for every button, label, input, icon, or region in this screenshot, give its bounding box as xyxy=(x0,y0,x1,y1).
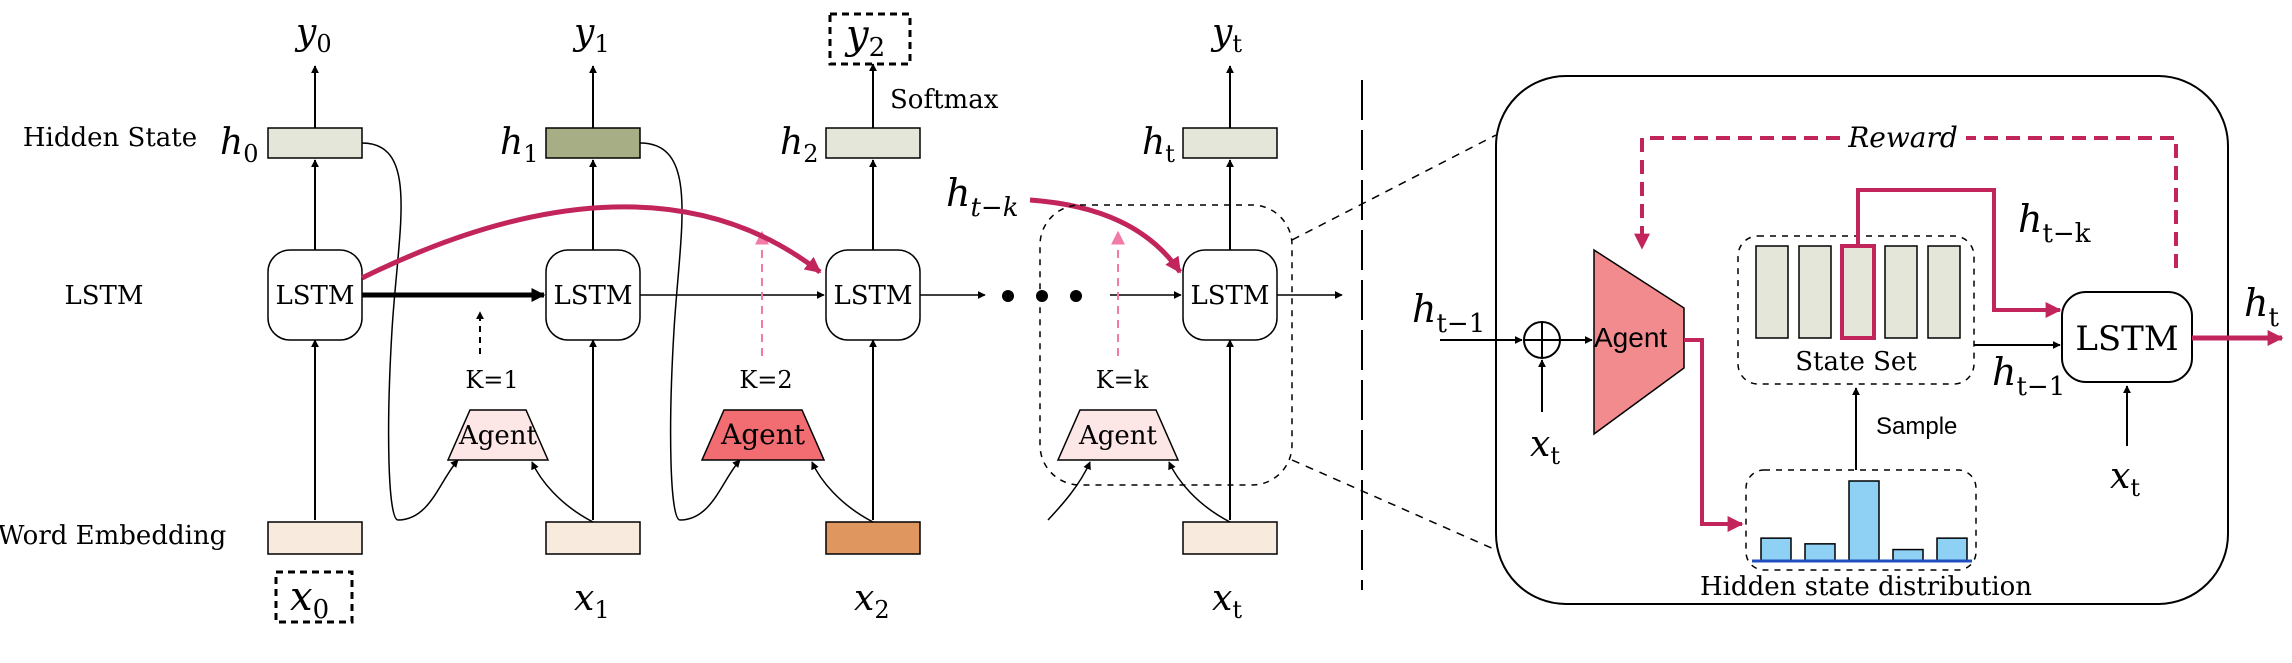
zoom-connector-top xyxy=(1291,134,1497,241)
detail-x-lstm-label: xt xyxy=(2110,456,2140,502)
zoom-connector-bottom xyxy=(1291,459,1497,551)
distribution-bar xyxy=(1804,543,1836,562)
reward-label: Reward xyxy=(1847,121,1958,154)
state-slot-4 xyxy=(1884,245,1918,339)
hidden-label-t: ht xyxy=(1142,122,1175,168)
agent-2: Agent K=2 xyxy=(700,230,826,461)
detail-x-in-label: xt xyxy=(1530,424,1560,470)
agent-shape-2 xyxy=(700,409,826,461)
input-label-0: x0 xyxy=(290,574,329,625)
detail-h-out-label: ht xyxy=(2244,281,2279,333)
lstm-label-2: LSTM xyxy=(833,281,912,311)
lstm-label-0: LSTM xyxy=(275,281,354,311)
distribution-bars xyxy=(1760,480,1968,562)
distribution-bar xyxy=(1892,548,1924,562)
input-label-t: xt xyxy=(1212,578,1242,624)
output-label-t: yt xyxy=(1210,12,1242,58)
detail-panel: Reward ht−1 xt Agent State Set ht−k ht−1… xyxy=(1412,75,2284,605)
embedding-box-0 xyxy=(267,521,363,555)
output-label-2: y2 xyxy=(844,12,885,63)
distribution-bar xyxy=(1848,480,1880,562)
hidden-feed-curve-1 xyxy=(639,142,741,521)
ellipsis-dot-1 xyxy=(1002,290,1014,302)
hidden-label-0: h0 xyxy=(220,122,258,168)
row-label-word-embedding: Word Embedding xyxy=(0,521,226,551)
hidden-box-0 xyxy=(267,127,363,159)
detail-agent-shape xyxy=(1593,248,1685,436)
skip-source-label: ht−k xyxy=(946,171,1018,223)
embed-feed-curve-t xyxy=(1168,461,1231,523)
softmax-label: Softmax xyxy=(890,85,999,115)
input-label-1: x1 xyxy=(574,578,610,624)
embedding-box-2 xyxy=(825,521,921,555)
state-slot-5 xyxy=(1927,245,1961,339)
agent-k-label-k: K=k xyxy=(1096,366,1149,394)
agent-label-k: Agent xyxy=(1078,421,1158,451)
distribution-bar xyxy=(1936,537,1968,562)
distribution-box xyxy=(1745,469,1977,571)
hidden-label-1: h1 xyxy=(500,122,538,168)
state-slot-2 xyxy=(1798,245,1832,339)
hidden-box-2 xyxy=(825,127,921,159)
detail-h-state-label: ht−1 xyxy=(1992,350,2065,402)
input-highlight-box-0 xyxy=(274,570,354,624)
sample-label: Sample xyxy=(1876,413,1957,440)
ellipsis-dot-2 xyxy=(1036,290,1048,302)
detail-agent-label: Agent xyxy=(1594,322,1667,353)
cell-2: LSTM h2 y2 Softmax x2 xyxy=(780,12,999,624)
row-label-lstm: LSTM xyxy=(64,281,143,311)
hidden-feed-curve-0 xyxy=(361,142,459,521)
agent-k: Agent K=k xyxy=(1056,230,1180,461)
cell-0: LSTM h0 y0 x0 xyxy=(220,12,363,625)
cell-1: LSTM h1 y1 x1 xyxy=(500,12,641,624)
selected-state-to-lstm-arrow xyxy=(1856,188,2062,318)
embedding-box-1 xyxy=(545,521,641,555)
cell-t: LSTM ht yt xt xyxy=(1142,12,1278,624)
agent-label-2: Agent xyxy=(720,418,806,451)
agent-to-distribution-arrow xyxy=(1684,338,1744,532)
detail-h-skip-label: ht−k xyxy=(2018,197,2091,249)
output-highlight-box-2 xyxy=(828,12,912,66)
state-slot-1 xyxy=(1755,245,1789,339)
zoom-region xyxy=(1039,204,1293,486)
distribution-label: Hidden state distribution xyxy=(1700,572,2032,602)
reward-path-right xyxy=(1966,136,2178,268)
output-label-0: y0 xyxy=(294,12,332,58)
hidden-box-t xyxy=(1182,127,1278,159)
hidden-box-1 xyxy=(545,127,641,159)
embedding-box-t xyxy=(1182,521,1278,555)
agent-shape-k xyxy=(1056,409,1180,461)
lstm-label-t: LSTM xyxy=(1190,281,1269,311)
embed-feed-curve-1 xyxy=(531,461,594,523)
embed-feed-curve-2 xyxy=(811,461,874,523)
agent-k-label-2: K=2 xyxy=(739,366,792,394)
agent-k-label-1: K=1 xyxy=(465,366,518,394)
output-label-1: y1 xyxy=(572,12,610,58)
ellipsis-dot-3 xyxy=(1070,290,1082,302)
skip-arc-0-2 xyxy=(360,204,822,281)
agent-label-1: Agent xyxy=(458,421,538,451)
hidden-label-2: h2 xyxy=(780,122,818,168)
state-slot-selected xyxy=(1840,244,1876,340)
distribution-bar xyxy=(1760,537,1792,562)
agent-1: Agent K=1 xyxy=(446,311,550,461)
detail-h-in-label: ht−1 xyxy=(1412,287,1485,339)
row-label-hidden-state: Hidden State xyxy=(23,123,197,153)
state-set-label: State Set xyxy=(1795,347,1917,377)
agent-shape-1 xyxy=(446,409,550,461)
detail-lstm-label: LSTM xyxy=(2075,319,2178,359)
skip-arc-tk-t xyxy=(1029,197,1183,274)
input-label-2: x2 xyxy=(854,578,890,624)
lstm-label-1: LSTM xyxy=(553,281,632,311)
hidden-feed-curve-t xyxy=(1047,461,1091,521)
reward-path-left xyxy=(1634,136,1840,250)
